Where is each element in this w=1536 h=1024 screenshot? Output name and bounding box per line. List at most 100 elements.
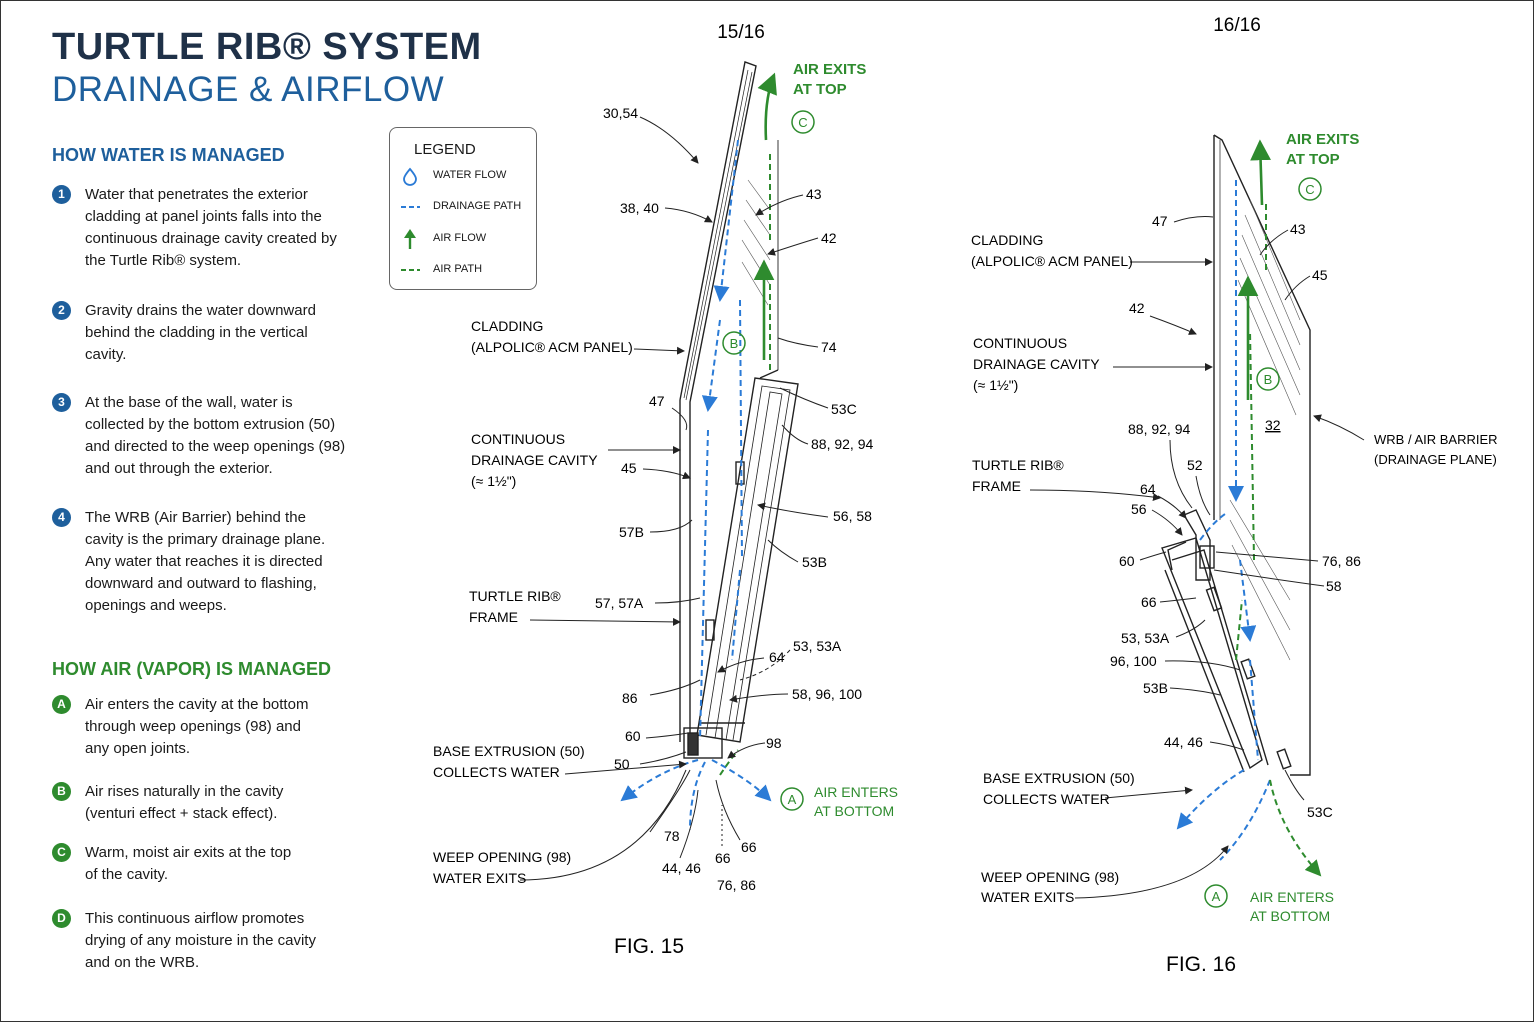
fig16-air-enters-line1: AIR ENTERS: [1250, 889, 1334, 905]
item-line: collected by the bottom extrusion (50): [85, 416, 336, 433]
fig15-callout: 30,54: [603, 105, 638, 121]
fig15-marker-a: [780, 787, 804, 811]
fig15-air-enters-line2: AT BOTTOM: [814, 803, 894, 819]
legend-drainage-path: DRAINAGE PATH: [390, 197, 538, 217]
fig16-air-path: [1235, 200, 1322, 877]
fig15-callout: 56, 58: [833, 508, 872, 524]
fig15-labels: CLADDING (ALPOLIC® ACM PANEL) CONTINUOUS…: [433, 105, 873, 893]
fig16-cavity-label-3: (≈ 1½"): [973, 377, 1018, 393]
fig15-callout: 76, 86: [717, 877, 756, 893]
water-item-3: 3 At the base of the wall, water is coll…: [52, 392, 372, 480]
title-line-1: TURTLE RIB® SYSTEM: [52, 26, 482, 68]
fig16-hatch: [1229, 199, 1301, 661]
fig16-weep-label-2: WATER EXITS: [981, 889, 1074, 905]
fig15-marker-a-label: A: [788, 792, 797, 807]
air-item-c: C Warm, moist air exits at the top of th…: [52, 842, 372, 886]
item-line: Water that penetrates the exterior: [85, 186, 308, 203]
fig15-callout: 64: [769, 649, 785, 665]
fig16-wrb-label-1: WRB / AIR BARRIER: [1374, 432, 1498, 447]
fig15-air-enters-line1: AIR ENTERS: [814, 784, 898, 800]
fig16-caption: FIG. 16: [1166, 953, 1236, 976]
air-item-a: A Air enters the cavity at the bottom th…: [52, 694, 372, 760]
fig16-air-exits-line2: AT TOP: [1286, 151, 1340, 168]
item-line: openings and weeps.: [85, 597, 227, 614]
fig16-callout: 56: [1131, 501, 1147, 517]
up-arrow-icon: [404, 229, 416, 249]
fig16-frame-label-2: FRAME: [972, 478, 1021, 494]
fig16-callout: 60: [1119, 553, 1135, 569]
fig16-air-exits-line1: AIR EXITS: [1286, 131, 1359, 148]
water-item-1: 1 Water that penetrates the exterior cla…: [52, 184, 372, 272]
fig15-callout: 45: [621, 460, 637, 476]
fig15-callout: 43: [806, 186, 822, 202]
fig16-callout: 66: [1141, 594, 1157, 610]
item-line: Warm, moist air exits at the top: [85, 844, 292, 861]
fig16-base-label-2: COLLECTS WATER: [983, 791, 1110, 807]
badge-a: A: [52, 695, 71, 714]
fig15-callout: 86: [622, 690, 638, 706]
badge-d: D: [52, 909, 71, 928]
fig16-callout: 42: [1129, 300, 1145, 316]
fig16-page-number: 16/16: [1213, 15, 1261, 36]
item-line: (venturi effect + stack effect).: [85, 805, 278, 822]
item-line: behind the cladding in the vertical: [85, 324, 308, 341]
item-line: of the cavity.: [85, 866, 169, 883]
fig15-cladding-label-2: (ALPOLIC® ACM PANEL): [471, 339, 633, 355]
fig15-leaders: [519, 116, 829, 881]
legend-air-path: AIR PATH: [390, 260, 538, 280]
fig15-callout: 66: [741, 839, 757, 855]
fig16-cladding-label-2: (ALPOLIC® ACM PANEL): [971, 253, 1133, 269]
fig15-callout: 66: [715, 850, 731, 866]
dashed-line-icon: [401, 269, 420, 271]
fig16-marker-c-label: C: [1305, 182, 1314, 197]
fig15-frame-label-1: TURTLE RIB®: [469, 588, 561, 604]
water-item-2: 2 Gravity drains the water downward behi…: [52, 300, 372, 366]
item-line: Gravity drains the water downward: [85, 302, 316, 319]
fig15-cladding-label-1: CLADDING: [471, 318, 543, 334]
fig16-labels: CLADDING (ALPOLIC® ACM PANEL) CONTINUOUS…: [971, 213, 1498, 905]
water-item-4: 4 The WRB (Air Barrier) behind the cavit…: [52, 507, 372, 617]
item-line: continuous drainage cavity created by: [85, 230, 337, 247]
fig15-callout: 57B: [619, 524, 644, 540]
item-line: and out through the exterior.: [85, 460, 273, 477]
legend-box: LEGEND WATER FLOW DRAINAGE PATH AIR FLOW…: [389, 127, 537, 290]
legend-air-flow: AIR FLOW: [390, 229, 538, 249]
item-line: and on the WRB.: [85, 954, 200, 971]
item-line: through weep openings (98) and: [85, 718, 301, 735]
fig16-callout: 88, 92, 94: [1128, 421, 1190, 437]
fig15-callout: 53C: [831, 401, 857, 417]
item-line: and directed to the weep openings (98): [85, 438, 346, 455]
fig16-marker-c: [1298, 177, 1322, 201]
fig15-callout: 44, 46: [662, 860, 701, 876]
fig15-frame-label-2: FRAME: [469, 609, 518, 625]
badge-4: 4: [52, 508, 71, 527]
fig15-page-number: 15/16: [717, 22, 765, 43]
item-line: the Turtle Rib® system.: [85, 252, 242, 269]
fig16-wall-panel: [1213, 134, 1311, 776]
legend-water-flow: WATER FLOW: [390, 166, 538, 186]
fig16-callout: 45: [1312, 267, 1328, 283]
item-line: This continuous airflow promotes: [85, 910, 305, 927]
badge-c: C: [52, 843, 71, 862]
fig15-marker-c-label: C: [798, 115, 807, 130]
fig15-air-exits-line2: AT TOP: [793, 81, 847, 98]
legend-label: DRAINAGE PATH: [433, 200, 522, 212]
fig16-marker-b-label: B: [1264, 372, 1273, 387]
fig16-callout: 53C: [1307, 804, 1333, 820]
fig16-callout: 47: [1152, 213, 1168, 229]
badge-b: B: [52, 782, 71, 801]
air-item-d: D This continuous airflow promotes dryin…: [52, 908, 372, 974]
fig15-callout: 53, 53A: [793, 638, 842, 654]
fig16-wrb-label-2: (DRAINAGE PLANE): [1374, 452, 1497, 467]
fig16-marker-a: [1204, 884, 1228, 908]
fig16-drainage-path: [1176, 180, 1271, 861]
fig15-base-label-1: BASE EXTRUSION (50): [433, 743, 585, 759]
item-line: downward and outward to flashing,: [85, 575, 317, 592]
title-line-2: DRAINAGE & AIRFLOW: [52, 70, 445, 109]
legend-label: WATER FLOW: [433, 169, 507, 181]
legend-title: LEGEND: [414, 141, 476, 158]
fig16-callout: 53, 53A: [1121, 630, 1170, 646]
item-line: Any water that reaches it is directed: [85, 553, 323, 570]
